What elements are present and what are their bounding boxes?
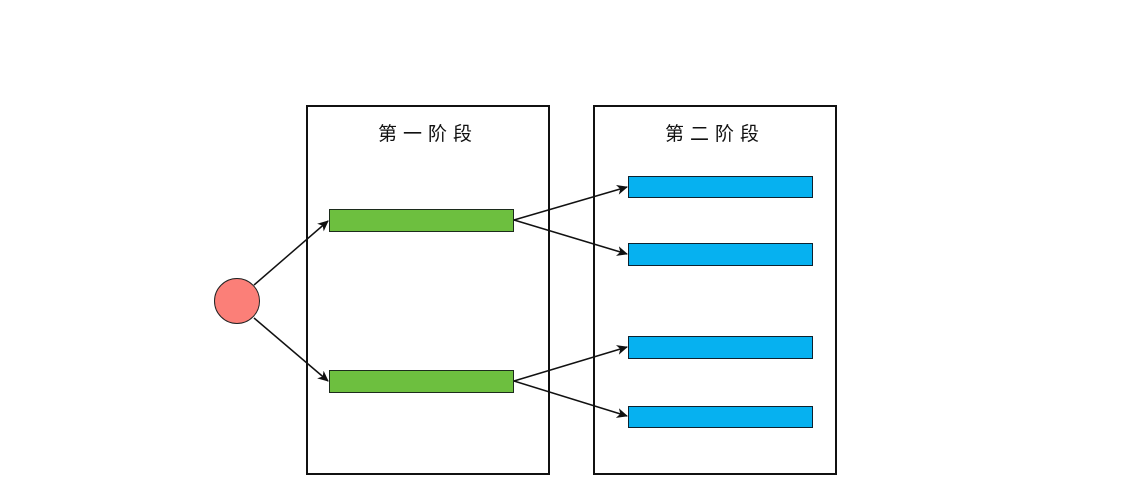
arrow-start-to-stage1-task2 <box>253 317 329 382</box>
arrow-s1t1-to-s2t1 <box>513 185 628 221</box>
stage-2-task-2 <box>628 243 813 266</box>
arrow-s1t2-to-s2t3 <box>513 345 628 382</box>
stage-1-task-2 <box>329 370 514 393</box>
start-node <box>214 278 260 324</box>
stage-1-title: 第一阶段 <box>377 123 478 145</box>
stage-2-task-3 <box>628 336 813 359</box>
arrow-s1t1-to-s2t2 <box>513 219 628 256</box>
stage-1-box: 第一阶段 <box>306 105 550 475</box>
stage-2-title: 第二阶段 <box>664 123 765 145</box>
stage-1-task-1 <box>329 209 514 232</box>
arrow-s1t2-to-s2t4 <box>513 380 628 418</box>
stage-2-task-1 <box>628 176 813 198</box>
stage-2-task-4 <box>628 406 813 428</box>
arrow-start-to-stage1-task1 <box>253 220 329 286</box>
